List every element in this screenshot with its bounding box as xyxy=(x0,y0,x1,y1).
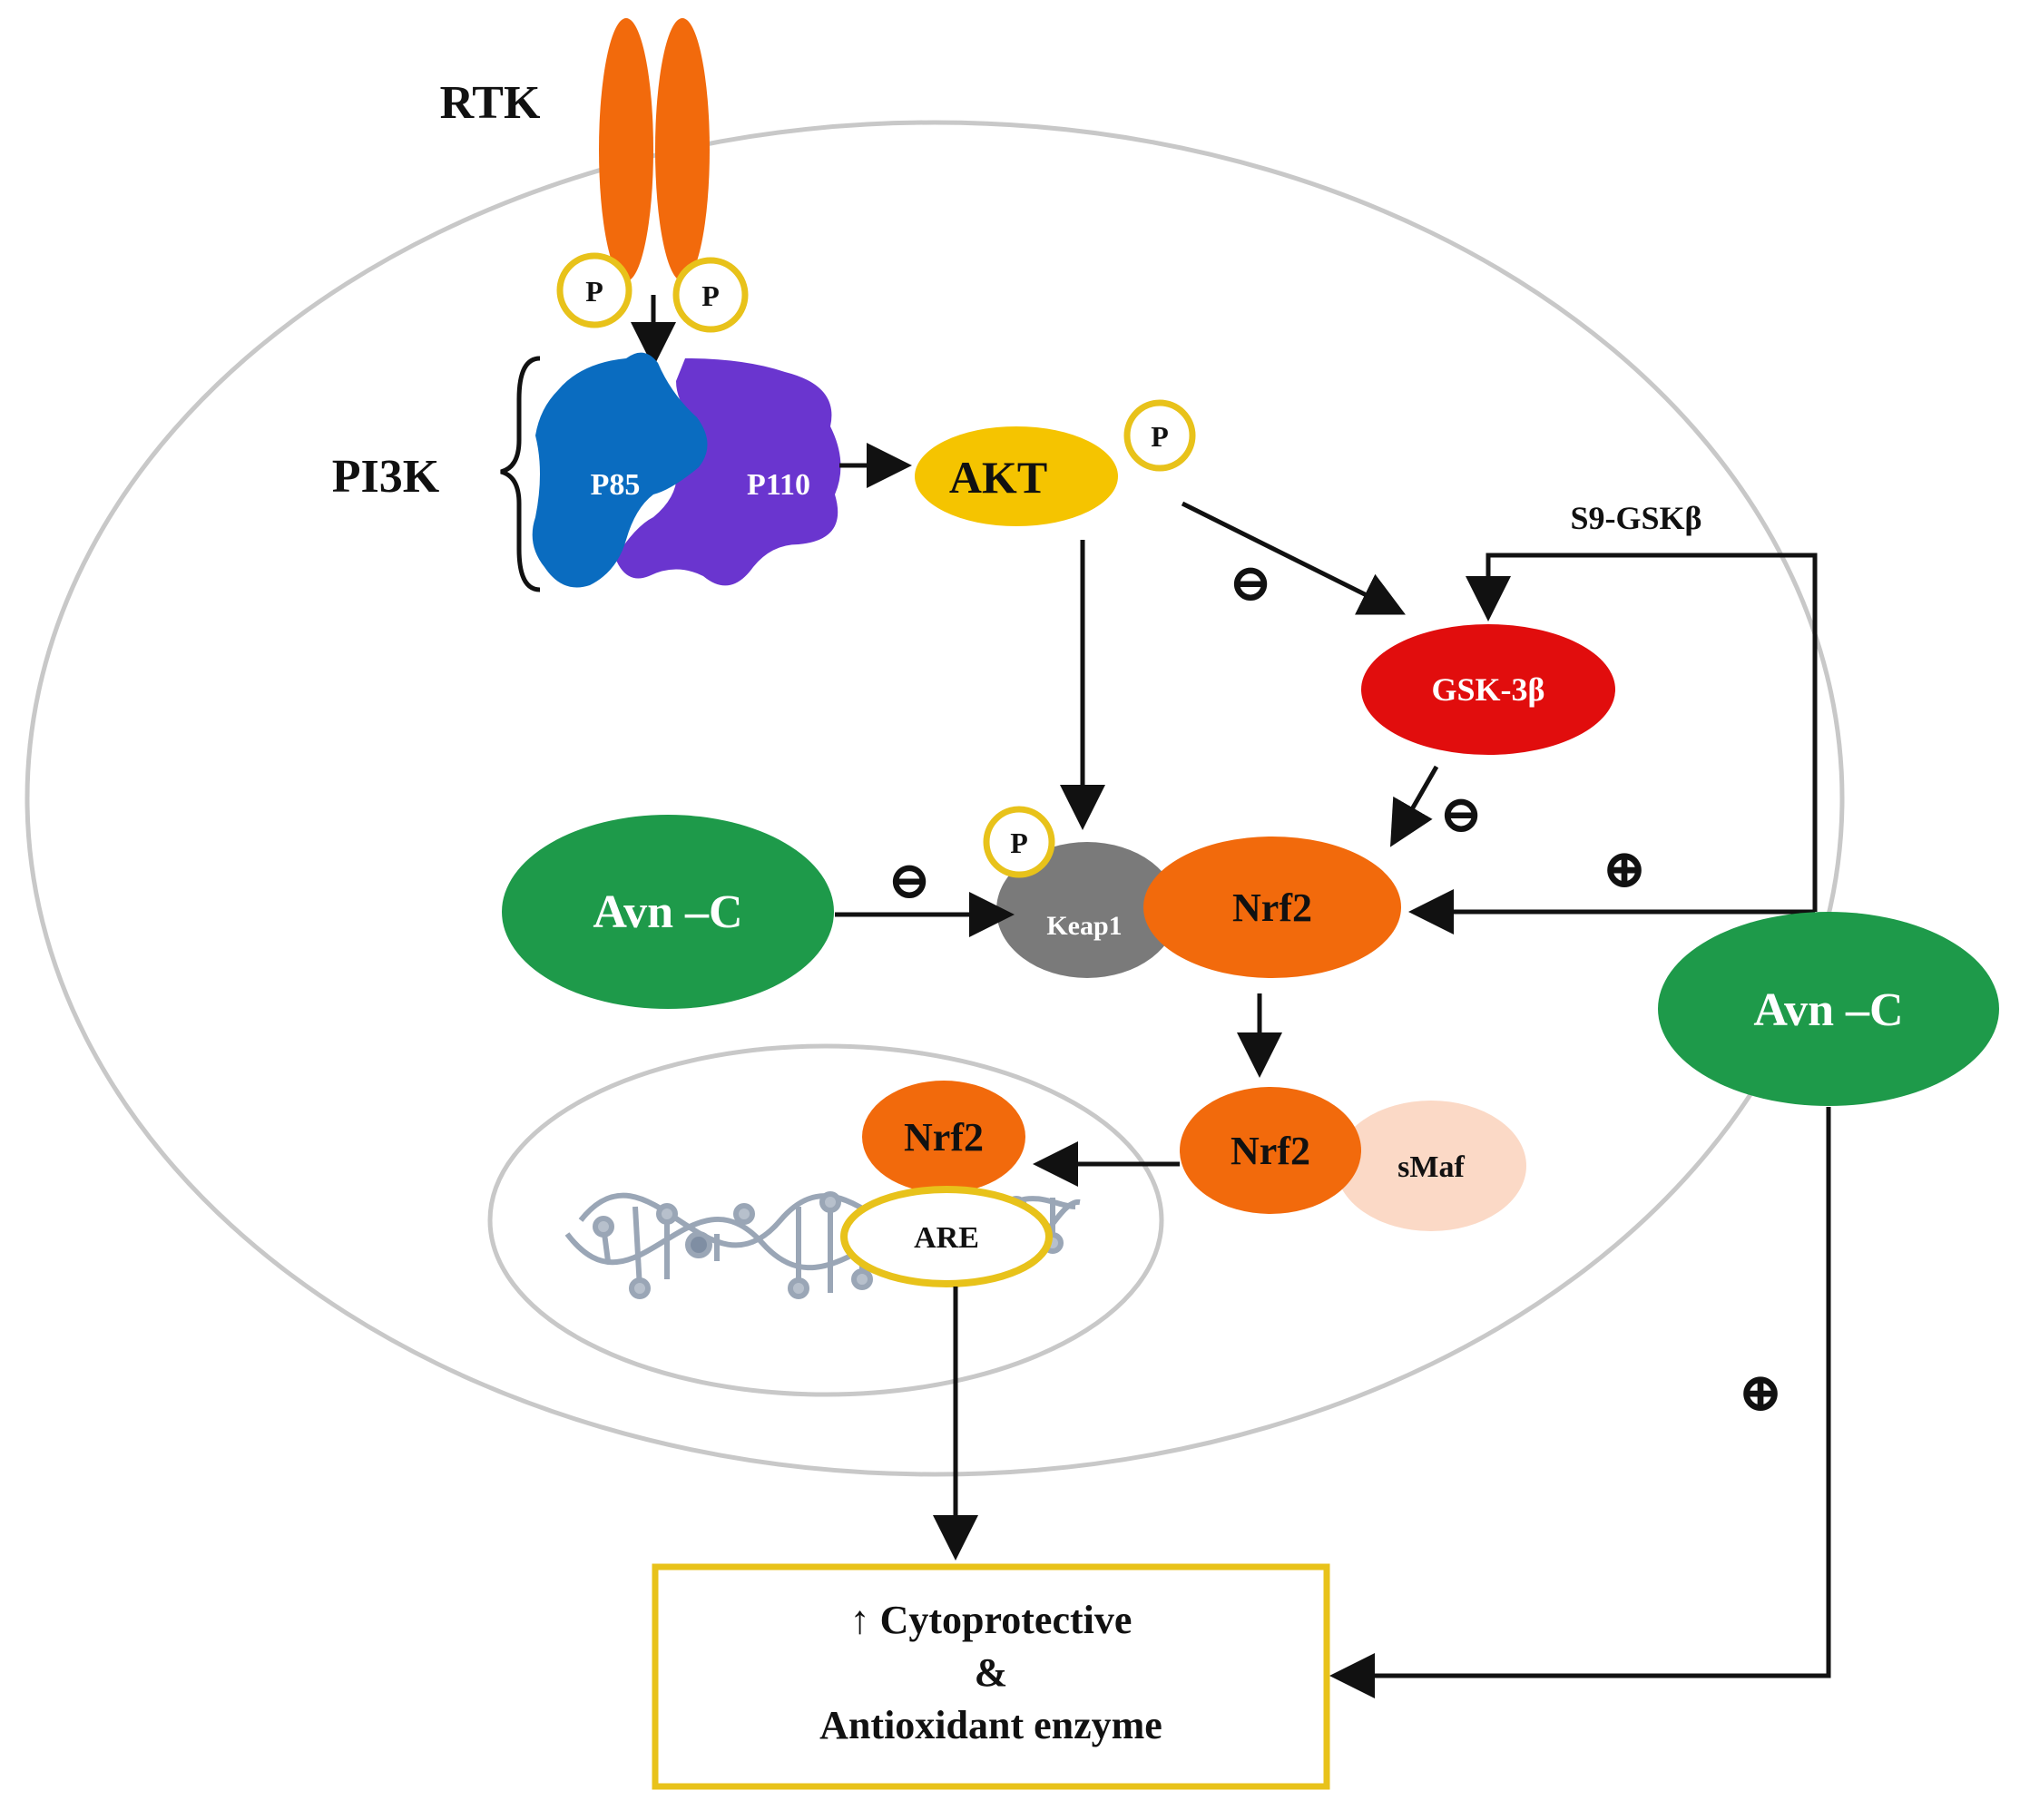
smaf-label: sMaf xyxy=(1397,1150,1465,1184)
sign-akt-gsk-inhibit: ⊖ xyxy=(1229,553,1273,612)
are-element xyxy=(840,1186,1053,1287)
sign-gsk-nrf2-inhibit: ⊖ xyxy=(1439,785,1484,844)
rtk-receptor xyxy=(599,18,710,281)
avn-c-left-label: Avn –C xyxy=(593,886,742,938)
are-label: ARE xyxy=(914,1221,979,1255)
arrow-avnc-to-gsk3b xyxy=(1466,553,1818,912)
nrf2-nuclear-label: Nrf2 xyxy=(904,1115,984,1160)
arrow-gsk3b-to-nrf2 xyxy=(1390,765,1439,847)
outcome-line-1: ↑ Cytoprotective xyxy=(850,1598,1133,1642)
svg-text:P: P xyxy=(701,279,720,312)
gsk3b-node xyxy=(1361,624,1615,755)
svg-text:P: P xyxy=(585,275,603,308)
akt-phospho: P xyxy=(1123,399,1196,472)
p110-subunit xyxy=(615,358,841,586)
smaf-node xyxy=(1336,1101,1526,1231)
svg-text:P: P xyxy=(1010,827,1028,859)
outcome-box xyxy=(652,1563,1330,1790)
sign-avnc-outcome-activate: ⊕ xyxy=(1738,1363,1783,1423)
rtk-phospho-right: P xyxy=(672,257,749,333)
nrf2-cytoplasm-node xyxy=(1143,837,1401,978)
akt-node xyxy=(915,426,1118,526)
nrf2-nuclear-node xyxy=(862,1081,1025,1193)
pi3k-brace xyxy=(500,356,541,592)
svg-text:P: P xyxy=(1151,420,1169,453)
arrow-avnc-to-outcome xyxy=(1329,1107,1831,1698)
avn-c-left-node xyxy=(502,815,834,1009)
nucleus-membrane xyxy=(487,1043,1164,1397)
nrf2-smaf-node xyxy=(1180,1087,1361,1214)
nrf2-smaf-label: Nrf2 xyxy=(1231,1129,1310,1173)
nrf2-cytoplasm-label: Nrf2 xyxy=(1232,886,1312,930)
keap1-label: Keap1 xyxy=(1046,911,1122,941)
outcome-line-2: & xyxy=(975,1650,1008,1695)
keap1-node xyxy=(996,842,1178,978)
cell-membrane xyxy=(25,120,1845,1477)
avn-c-right-label: Avn –C xyxy=(1753,984,1903,1036)
pi3k-label: PI3K xyxy=(332,451,440,503)
p110-label: P110 xyxy=(747,468,810,502)
akt-label: AKT xyxy=(949,452,1047,503)
s9-gsk-label: S9-GSKβ xyxy=(1570,500,1701,536)
rtk-label: RTK xyxy=(440,77,541,129)
arrow-akt-to-gsk3b xyxy=(1181,501,1406,615)
sign-avnc-keap1-inhibit: ⊖ xyxy=(887,851,932,910)
keap1-phospho: P xyxy=(983,806,1055,878)
outcome-line-3: Antioxidant enzyme xyxy=(819,1703,1162,1747)
p85-label: P85 xyxy=(591,468,641,502)
sign-avnc-nrf2-activate: ⊕ xyxy=(1602,839,1647,899)
p85-subunit xyxy=(532,352,708,588)
gsk3b-label: GSK-3β xyxy=(1432,671,1545,708)
avn-c-right-node xyxy=(1658,912,1999,1106)
rtk-phospho-left: P xyxy=(556,252,632,328)
